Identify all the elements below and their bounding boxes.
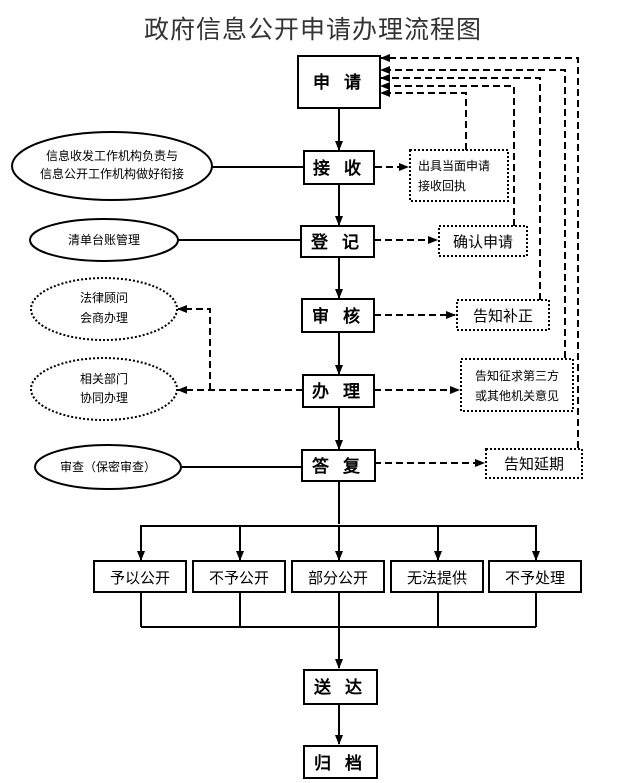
- note-receive-liaison: 信息收发工作机构负责与 信息公开工作机构做好衔接: [11, 131, 213, 201]
- note-confirm-text: 确认申请: [453, 233, 513, 251]
- step-deliver-label: 送 达: [314, 677, 366, 698]
- outcome-5-label: 不予处理: [505, 569, 565, 587]
- note-dept-line2: 协同办理: [80, 390, 128, 405]
- note-third-party: 告知征求第三方 或其他机关意见: [460, 358, 574, 412]
- note-reply-review: 审查（保密审查）: [34, 444, 182, 490]
- note-receive-line2: 信息公开工作机构做好衔接: [40, 166, 184, 181]
- note-third-line1: 告知征求第三方: [475, 368, 559, 383]
- step-review: 审 核: [301, 298, 375, 333]
- outcome-3-label: 部分公开: [308, 569, 368, 587]
- step-review-label: 审 核: [312, 306, 364, 327]
- note-reply-text: 审查（保密审查）: [60, 459, 156, 474]
- note-confirm: 确认申请: [438, 225, 528, 257]
- note-receipt-line1: 出具当面申请: [418, 159, 490, 173]
- note-legal-line1: 法律顾问: [80, 291, 128, 305]
- feedback-receipt-apply: [380, 89, 467, 150]
- feedback-confirm-apply: [380, 82, 515, 226]
- step-receive-label: 接 收: [313, 158, 365, 179]
- note-legal-counsel: 法律顾问 会商办理: [30, 277, 178, 341]
- step-register-label: 登 记: [310, 232, 363, 253]
- note-extend-text: 告知延期: [504, 455, 564, 473]
- step-receive: 接 收: [303, 150, 375, 185]
- step-handle: 办 理: [302, 374, 375, 408]
- step-archive-label: 归 档: [314, 753, 366, 774]
- note-related-departments: 相关部门 协同办理: [30, 357, 178, 421]
- outcome-1-label: 予以公开: [110, 569, 170, 587]
- outcome-1: 予以公开: [93, 560, 187, 593]
- outcome-4: 无法提供: [390, 560, 484, 593]
- step-deliver: 送 达: [303, 669, 378, 705]
- step-archive: 归 档: [303, 745, 378, 779]
- note-supplement: 告知补正: [456, 299, 550, 331]
- step-register: 登 记: [300, 225, 375, 258]
- note-dept-line1: 相关部门: [80, 371, 128, 386]
- note-third-line2: 或其他机关意见: [475, 388, 559, 403]
- feedback-supplement-apply: [380, 74, 541, 300]
- outcome-4-label: 无法提供: [407, 569, 467, 587]
- note-register-ledger: 清单台账管理: [29, 218, 179, 262]
- outcome-3: 部分公开: [291, 560, 385, 593]
- note-legal-line2: 会商办理: [80, 310, 128, 325]
- step-apply: 申 请: [297, 55, 381, 109]
- step-reply-label: 答 复: [312, 456, 364, 477]
- arrow-handle-legal: [177, 305, 211, 390]
- note-receipt: 出具当面申请 接收回执: [409, 149, 509, 202]
- feedback-third-apply: [380, 66, 566, 358]
- step-reply: 答 复: [301, 449, 376, 482]
- outcome-5: 不予处理: [488, 560, 582, 593]
- note-receive-line1: 信息收发工作机构负责与: [46, 148, 178, 163]
- note-receipt-line2: 接收回执: [418, 178, 466, 193]
- step-handle-label: 办 理: [312, 381, 364, 402]
- note-extend: 告知延期: [485, 448, 583, 479]
- note-register-text: 清单台账管理: [68, 232, 140, 247]
- step-apply-label: 申 请: [313, 72, 365, 93]
- note-supplement-text: 告知补正: [473, 307, 533, 325]
- feedback-extend-apply: [380, 54, 579, 448]
- page-title: 政府信息公开申请办理流程图: [143, 15, 482, 44]
- outcome-2: 不予公开: [192, 560, 286, 593]
- outcome-2-label: 不予公开: [209, 569, 269, 587]
